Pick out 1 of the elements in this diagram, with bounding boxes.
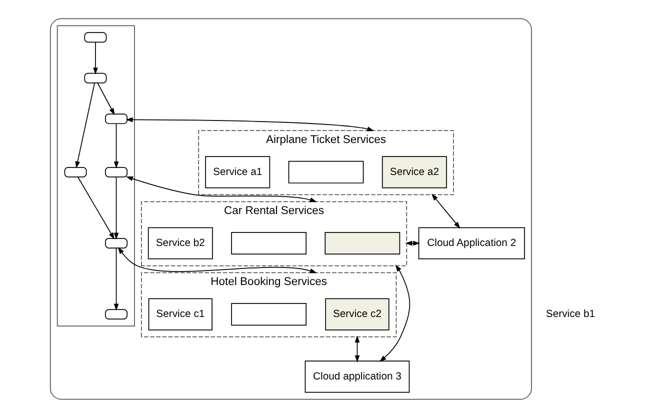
label: Service b1 xyxy=(545,309,595,320)
